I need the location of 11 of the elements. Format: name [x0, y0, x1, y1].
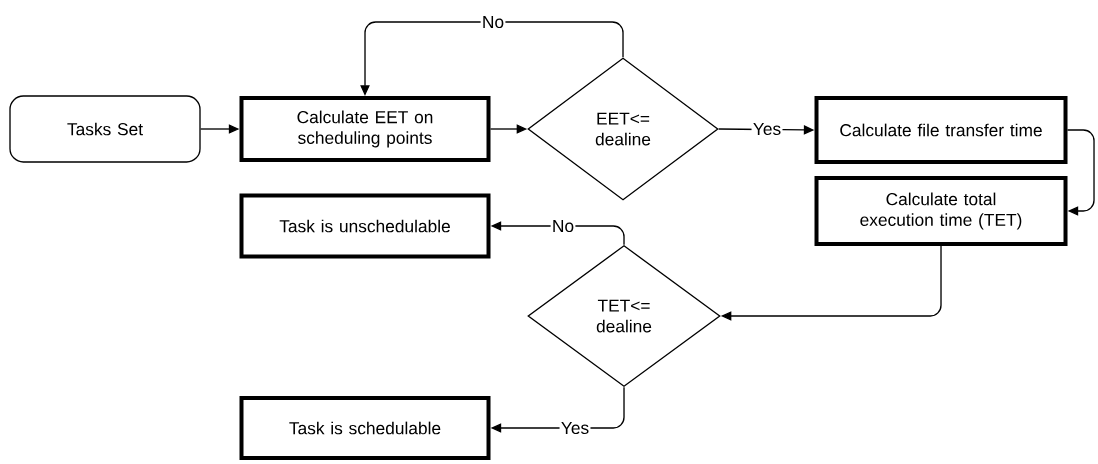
start-box: Tasks Set: [9, 95, 201, 163]
process-box: Calculate file transfer time: [814, 96, 1068, 164]
process-box: Calculate total execution time (TET): [814, 176, 1068, 246]
edge-label: No: [480, 14, 506, 30]
process-box: Calculate EET on scheduling points: [239, 96, 491, 162]
process-box: Task is unschedulable: [239, 193, 491, 259]
edge-label: Yes: [559, 420, 591, 436]
edge-label: Yes: [751, 121, 783, 137]
arrow: [1066, 129, 1095, 216]
process-box: Task is schedulable: [239, 396, 491, 460]
edge-label: No: [550, 218, 576, 234]
